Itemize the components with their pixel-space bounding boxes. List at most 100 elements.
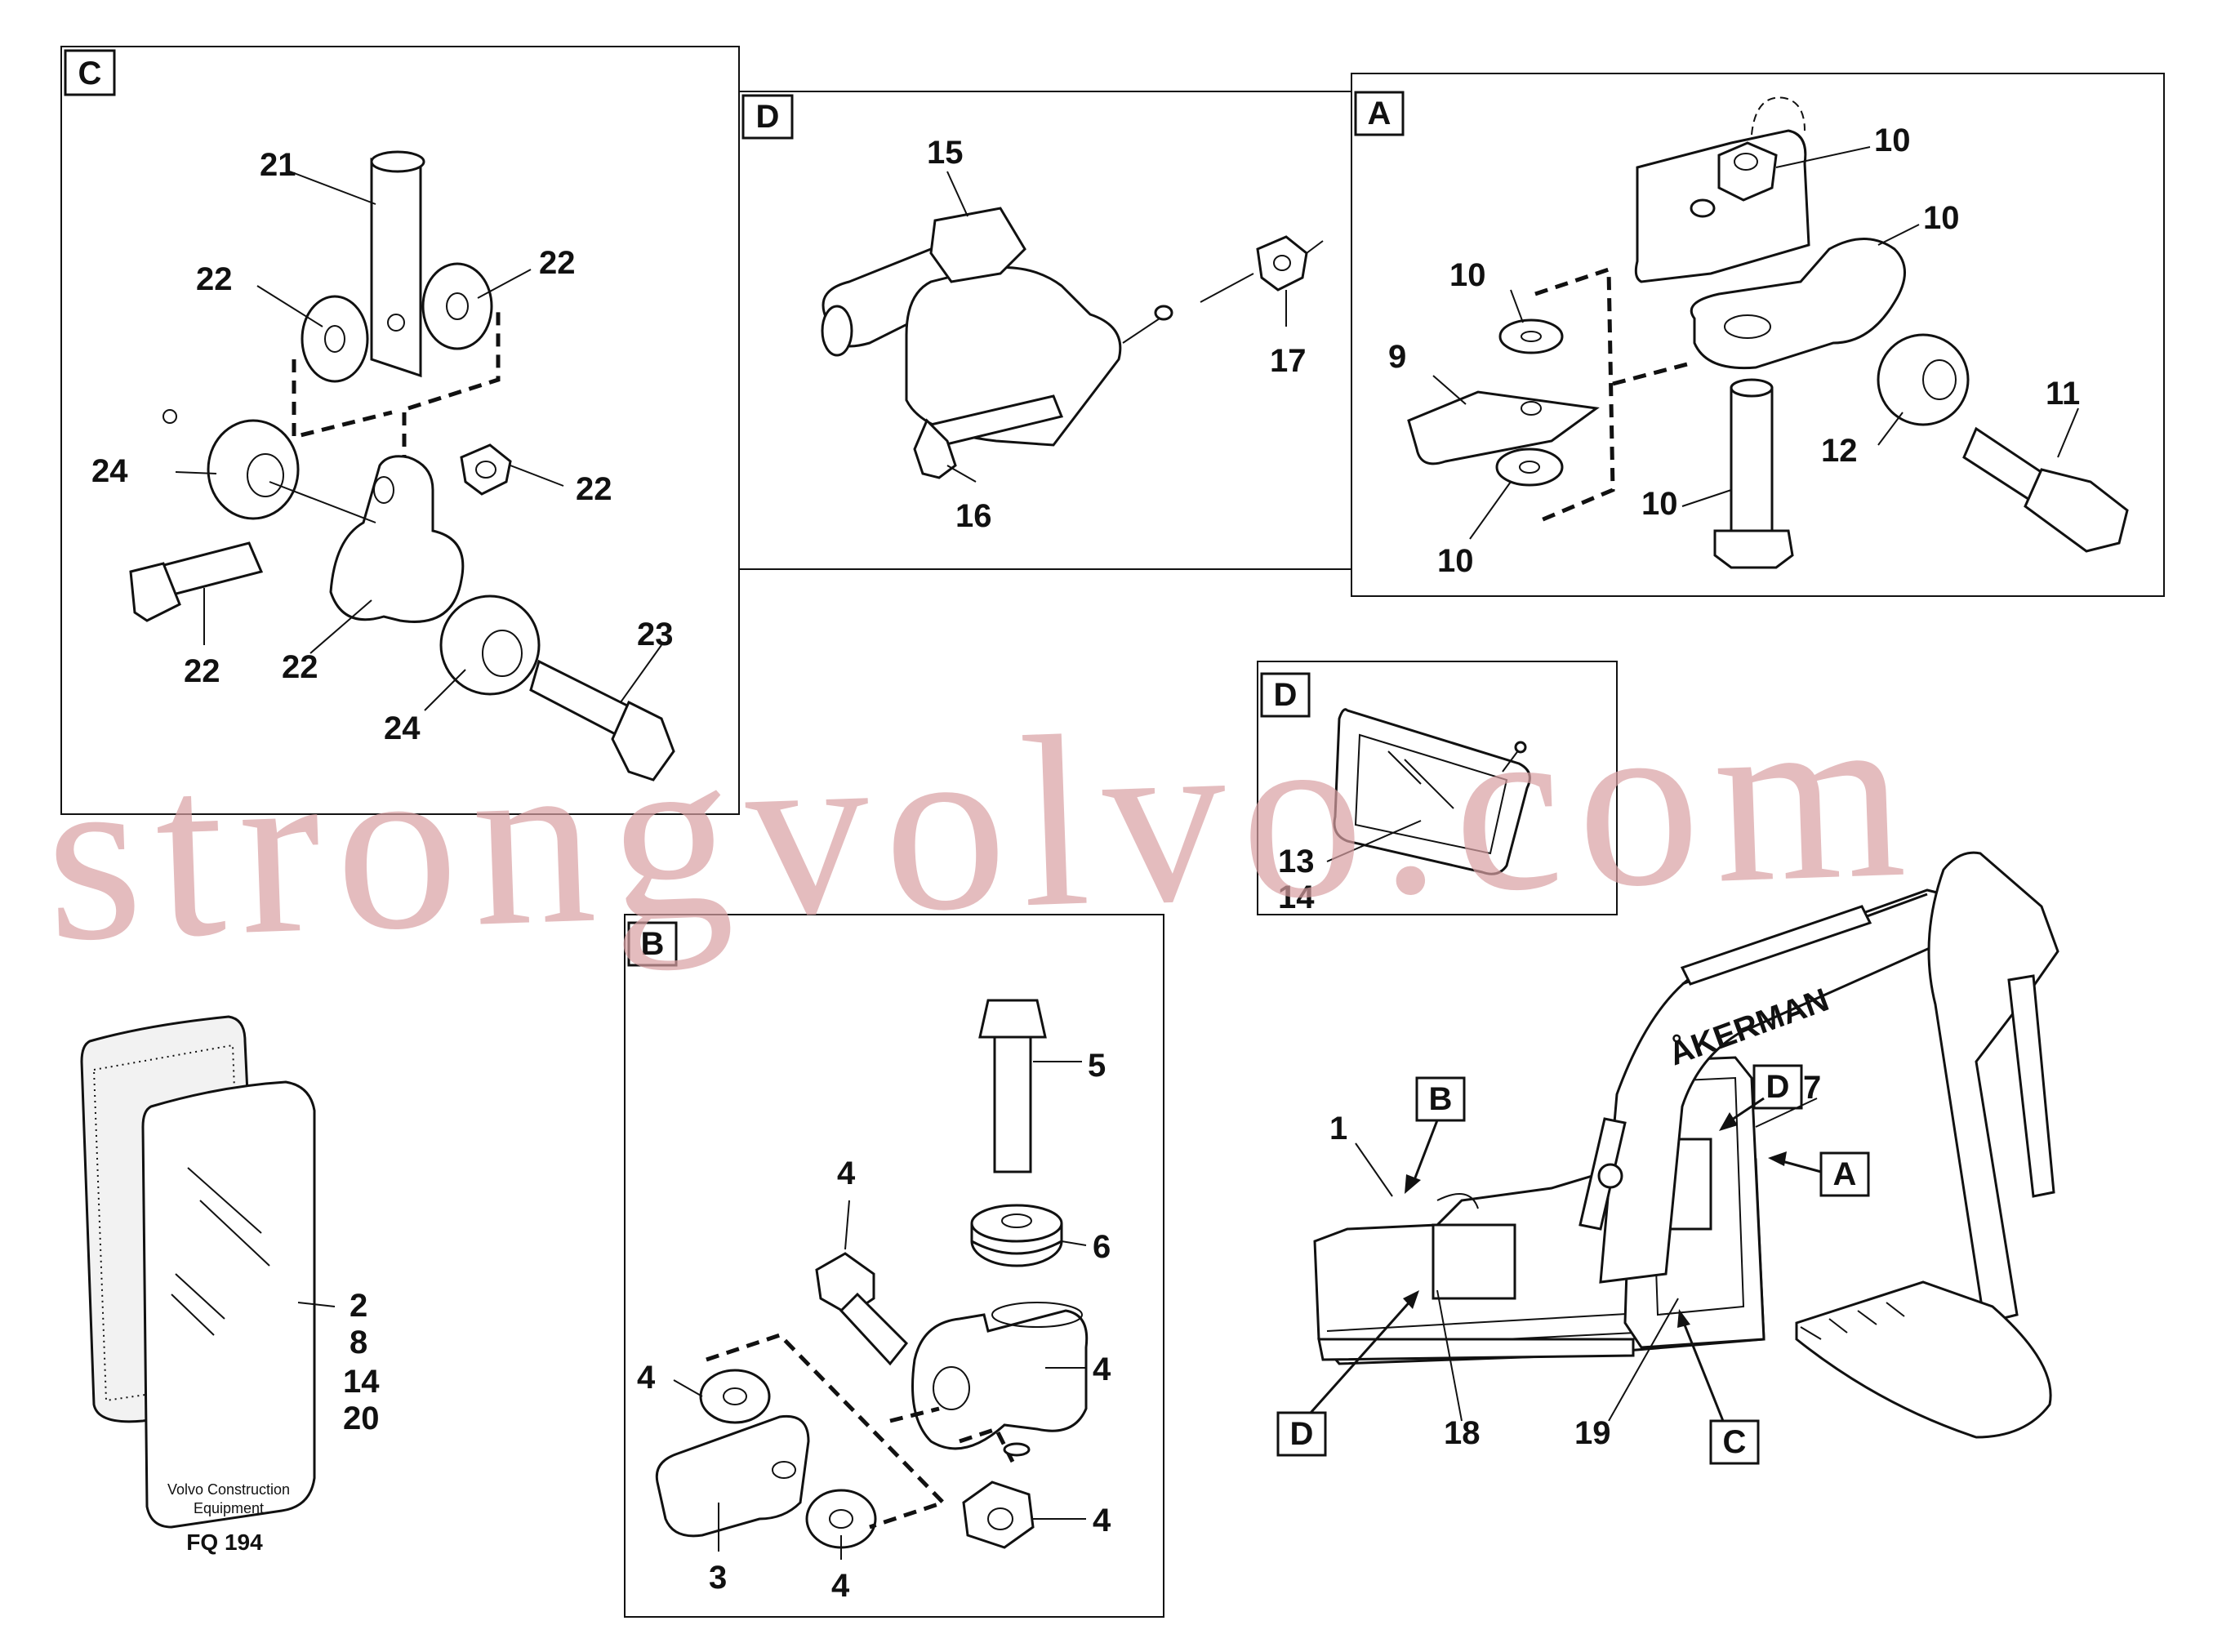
washer-10-bottom	[1495, 448, 1564, 487]
arm	[1927, 851, 2059, 1325]
tag-d-bottom-box	[1276, 1411, 1327, 1457]
label-15: 15	[927, 135, 964, 171]
label-23: 23	[637, 617, 674, 652]
bucket-cylinder	[2007, 974, 2055, 1198]
panel-b-tag-box	[627, 921, 678, 967]
panel-d-top: D 15 17 16	[738, 91, 1352, 570]
panel-a-frame	[1351, 73, 2165, 597]
engine-hood	[1432, 1223, 1516, 1300]
bolt-10	[1730, 386, 1774, 532]
panel-a: A 10 10 10	[1351, 73, 2165, 597]
assembly-dash-a	[1534, 266, 1615, 525]
mirror-assembly: 2 8 14 20	[80, 1015, 380, 1529]
label-4: 4	[1093, 1351, 1111, 1387]
mirror-glass	[141, 1080, 316, 1529]
panel-d-top-tag-box	[741, 94, 794, 140]
panel-b-frame	[624, 914, 1164, 1618]
panel-d-lamp: D 13 14	[1257, 661, 1618, 915]
nut-17	[1256, 235, 1308, 292]
label-1: 1	[1329, 1111, 1347, 1147]
bolt-5-head	[978, 999, 1047, 1039]
washer-10-top	[1498, 318, 1564, 354]
hose-21-hole	[387, 314, 405, 332]
machine-tag-d: D	[1290, 1416, 1314, 1452]
panel-b: B 5	[624, 914, 1164, 1618]
bucket	[1795, 1280, 2052, 1439]
label-19: 19	[1574, 1415, 1611, 1451]
machine-tag-a: A	[1833, 1156, 1857, 1192]
panel-c-tag: C	[78, 56, 102, 91]
watermark: strongvolvo.com	[42, 656, 1924, 993]
label-17: 17	[1270, 343, 1307, 379]
tag-c-box	[1709, 1419, 1760, 1465]
machine-tag-c: C	[1723, 1424, 1747, 1460]
label-10: 10	[1874, 122, 1911, 158]
panel-d-lamp-tag: D	[1274, 677, 1298, 713]
tag-a-box	[1819, 1151, 1870, 1197]
panel-a-tag-box	[1354, 91, 1405, 136]
label-20: 20	[343, 1400, 380, 1436]
label-9: 9	[1388, 339, 1406, 375]
bushing-24-left	[207, 419, 300, 520]
label-18: 18	[1444, 1415, 1481, 1451]
label-22: 22	[184, 653, 220, 689]
label-22: 22	[282, 649, 318, 685]
label-4: 4	[1093, 1503, 1111, 1538]
label-24: 24	[384, 710, 421, 746]
nut-4	[962, 1481, 1035, 1549]
work-lamp-13	[1333, 708, 1531, 875]
label-22: 22	[539, 245, 576, 281]
label-12: 12	[1821, 433, 1858, 469]
label-4: 4	[831, 1568, 850, 1604]
fitting-15	[929, 207, 1026, 283]
hose-21-end	[370, 150, 425, 173]
label-5: 5	[1088, 1048, 1106, 1084]
label-10: 10	[1641, 486, 1678, 522]
bolt-5	[993, 1035, 1032, 1173]
hose-21	[370, 158, 422, 378]
label-4: 4	[837, 1156, 856, 1191]
assembly-dash-b	[706, 1333, 947, 1530]
panel-d-top-tag: D	[756, 99, 780, 135]
company-line-2: Equipment	[194, 1500, 264, 1516]
panel-c-tag-box	[64, 49, 116, 96]
strap-9	[1407, 390, 1600, 465]
label-10: 10	[1449, 257, 1486, 293]
label-13: 13	[1278, 844, 1315, 879]
label-3: 3	[709, 1560, 727, 1596]
company-line-1: Volvo Construction	[167, 1481, 290, 1498]
washer-4-top	[699, 1369, 771, 1424]
label-8: 8	[350, 1325, 367, 1360]
label-16: 16	[955, 498, 992, 534]
label-11: 11	[2046, 376, 2080, 412]
label-6: 6	[1093, 1229, 1111, 1265]
nut-22	[460, 443, 512, 496]
arm-cylinder	[1680, 905, 1872, 986]
label-10: 10	[1923, 200, 1960, 236]
washer-17	[1154, 305, 1173, 321]
clamp-4	[911, 1309, 1089, 1450]
panel-d-lamp-frame	[1257, 661, 1618, 915]
label-2: 2	[350, 1288, 367, 1324]
bolt-4	[839, 1292, 909, 1366]
washer-22-right	[421, 262, 493, 350]
label-14: 14	[1278, 879, 1315, 915]
label-24: 24	[91, 453, 128, 489]
tag-b-box	[1415, 1076, 1466, 1122]
strap-3	[655, 1414, 810, 1538]
nut-10	[1717, 141, 1778, 202]
figure-code: FQ 194	[186, 1530, 263, 1555]
panel-d-lamp-tag-box	[1260, 672, 1311, 718]
panel-c: C	[60, 46, 740, 815]
label-22: 22	[576, 471, 612, 507]
label-21: 21	[260, 147, 296, 183]
label-4: 4	[637, 1360, 656, 1396]
machine-tag-d: D	[1766, 1069, 1790, 1105]
clamp-22	[329, 455, 465, 623]
panel-b-tag: B	[641, 926, 665, 962]
label-7: 7	[1803, 1070, 1821, 1106]
label-22: 22	[196, 261, 233, 297]
label-14: 14	[343, 1364, 380, 1400]
clamp-10	[1690, 238, 1906, 370]
